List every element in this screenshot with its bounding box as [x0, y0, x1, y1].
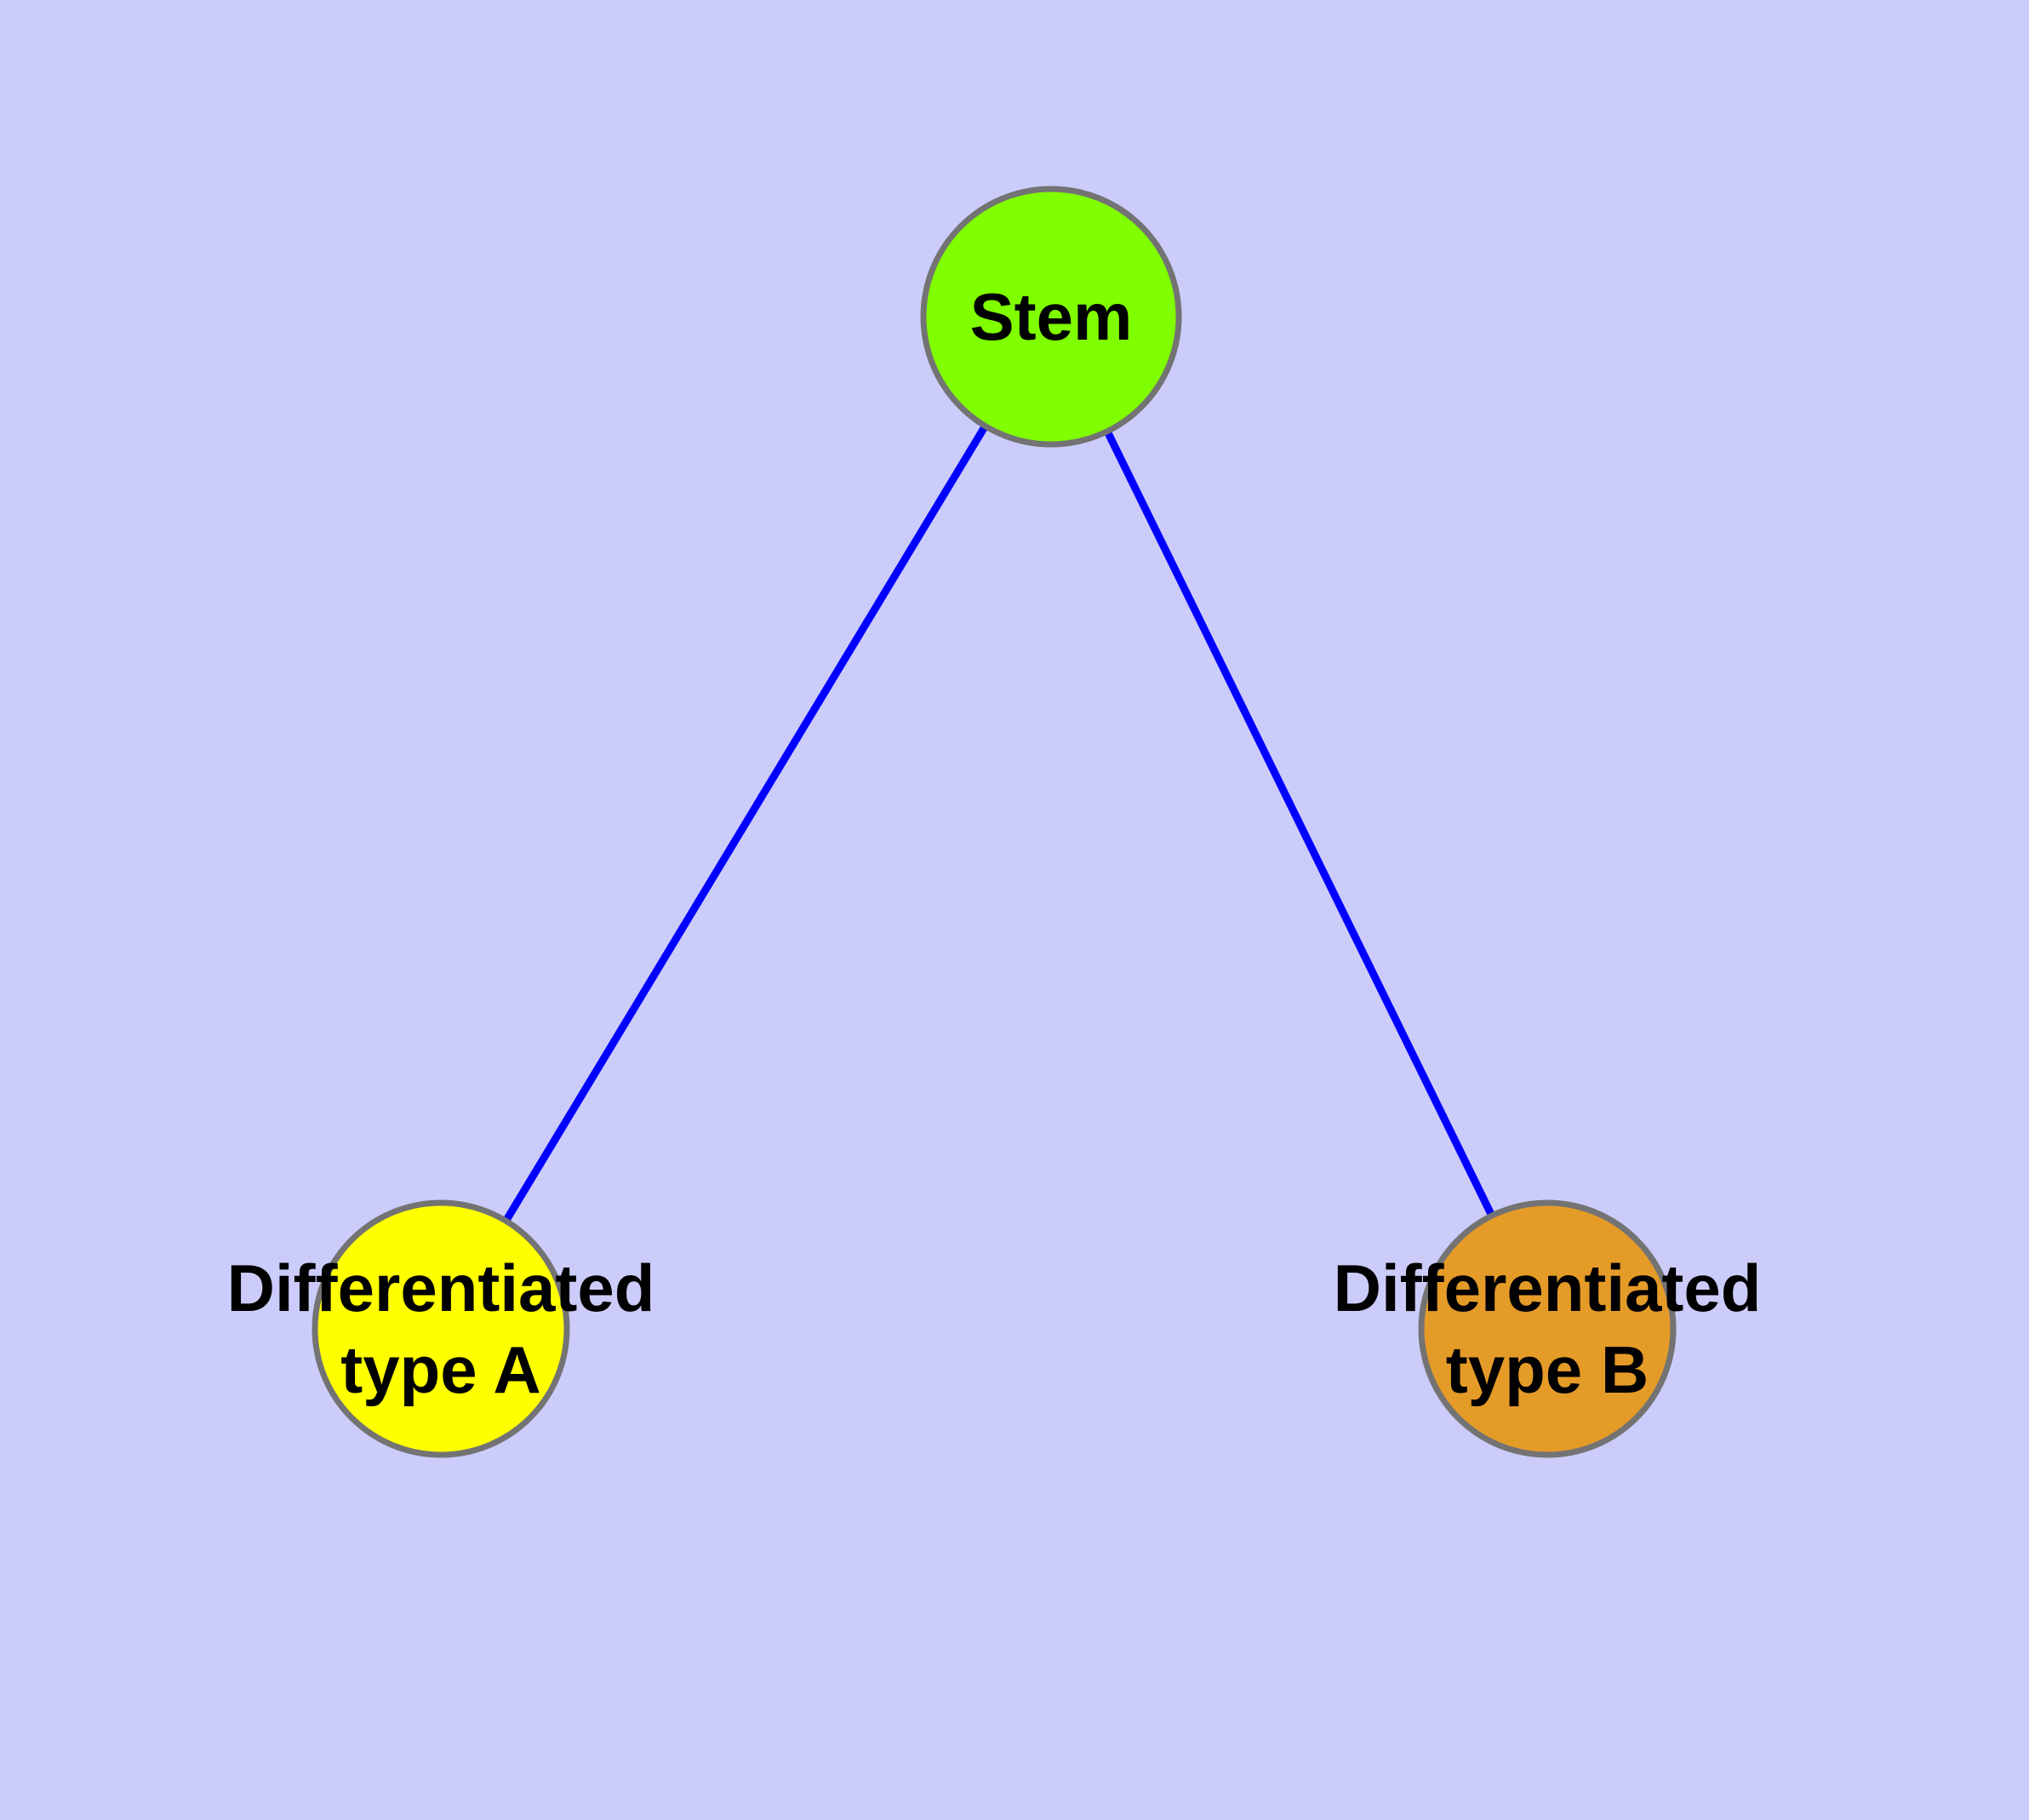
edge-stem-to-differentiated-type-a[interactable]: [502, 424, 989, 1223]
edge-layer: [502, 424, 1495, 1223]
node-differentiated-type-b[interactable]: [1418, 1199, 1677, 1458]
node-stem[interactable]: [920, 186, 1182, 448]
edge-stem-to-differentiated-type-b[interactable]: [1103, 429, 1495, 1218]
node-differentiated-type-a[interactable]: [311, 1199, 570, 1458]
node-layer: [311, 186, 1677, 1458]
